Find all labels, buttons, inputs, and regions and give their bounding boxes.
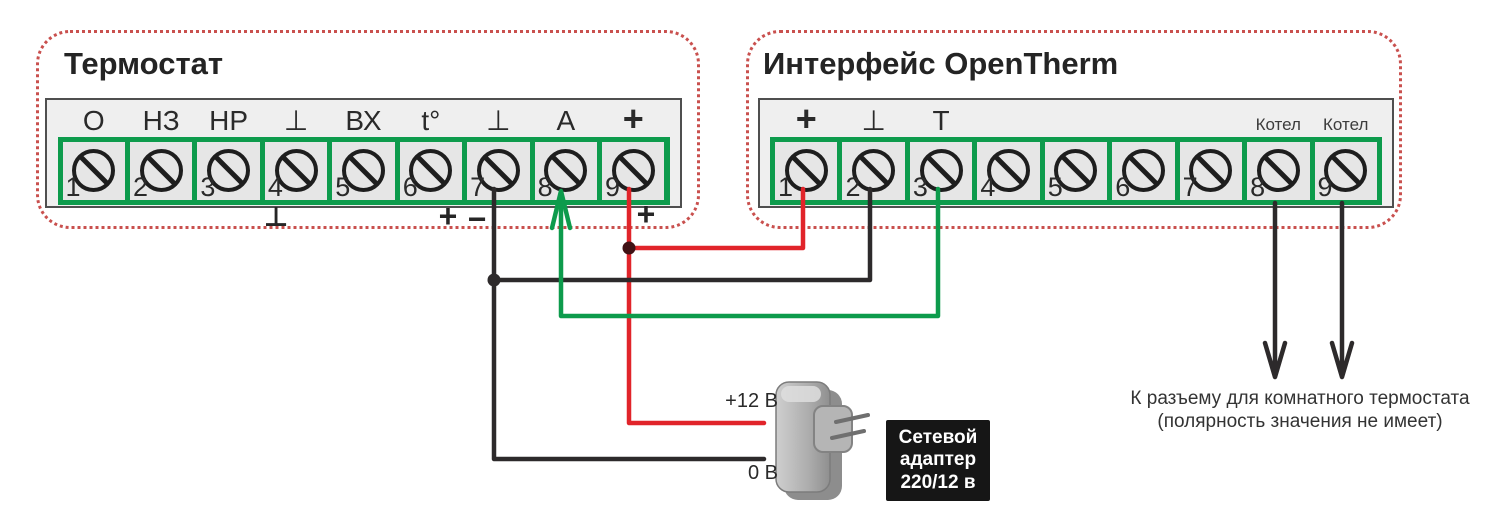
boiler-note-line1: К разъему для комнатного термостата — [1130, 388, 1470, 409]
terminal-number: 5 — [1047, 172, 1063, 203]
terminal-number: 2 — [132, 172, 148, 203]
ground-symbol-label: ⊥ — [486, 105, 511, 136]
terminal-label — [977, 135, 1039, 137]
terminal-number: 8 — [1250, 172, 1266, 203]
opentherm-terminal-4: 4 — [977, 142, 1040, 203]
ground-symbol-label: ⊥ — [861, 105, 886, 136]
terminal-number: 3 — [912, 172, 928, 203]
boiler-arrow-right — [1329, 200, 1355, 380]
terminal-label: НЗ — [142, 105, 180, 136]
opentherm-terminal-2: 2 — [842, 142, 905, 203]
thermostat-terminal-8: 8 — [534, 142, 597, 203]
terminal-label — [1045, 135, 1107, 137]
screw-icon — [207, 149, 251, 192]
boiler-note-line2: (полярность значения не имеет) — [1157, 411, 1443, 433]
thermostat-terminal-block: О НЗ НР ⊥ ВХ t° ⊥ А + 1 2 3 4 5 6 7 8 9 — [45, 98, 682, 208]
thermostat-terminal-9: 9 — [602, 142, 665, 203]
opentherm-terminal-3: 3 — [909, 142, 973, 203]
screw-icon — [987, 149, 1031, 192]
opentherm-terminal-labels: + ⊥ Т Котел Котел — [770, 100, 1382, 137]
plus-label: + — [795, 98, 817, 139]
junction-dot-black — [487, 273, 501, 287]
opentherm-terminal-1: 1 — [775, 142, 838, 203]
thermostat-panel-outline — [36, 30, 700, 229]
adapter-caption-line: адаптер — [899, 449, 977, 471]
opentherm-terminal-6: 6 — [1112, 142, 1175, 203]
screw-icon — [139, 149, 183, 192]
terminal-number: 8 — [537, 172, 553, 203]
terminal-number: 9 — [1317, 172, 1333, 203]
polarity-plus-mark: + — [438, 198, 458, 234]
adapter-highlight — [781, 386, 821, 402]
power-adapter-illustration — [775, 381, 870, 500]
opentherm-panel-outline — [746, 30, 1402, 229]
terminal-label: О — [82, 105, 105, 136]
terminal-label: А — [556, 105, 576, 136]
thermostat-title: Термостат — [64, 46, 224, 81]
terminal-number: 1 — [778, 172, 794, 203]
terminal-number: 4 — [267, 172, 283, 203]
terminal-number: 6 — [1115, 172, 1131, 203]
thermostat-terminal-7: 7 — [467, 142, 530, 203]
opentherm-terminal-strip: 1 2 3 4 5 6 7 8 9 — [770, 137, 1382, 205]
ground-symbol-label: ⊥ — [283, 105, 309, 136]
boiler-connector-note: К разъему для комнатного термостата (пол… — [1105, 387, 1495, 433]
terminal-number: 9 — [605, 172, 621, 203]
opentherm-terminal-block: + ⊥ Т Котел Котел 1 2 3 4 5 6 7 8 9 — [758, 98, 1394, 208]
opentherm-terminal-7: 7 — [1179, 142, 1243, 203]
terminal-number: 5 — [335, 172, 351, 203]
boiler-arrow-left — [1262, 200, 1288, 380]
screw-icon — [1324, 149, 1368, 192]
screw-icon — [341, 149, 385, 192]
adapter-caption-box: Сетевой адаптер 220/12 в — [886, 420, 990, 502]
zero-volt-label: 0 В — [747, 462, 778, 484]
thermostat-terminal-5: 5 — [332, 142, 395, 203]
plus-12v-label: +12 В — [725, 390, 778, 412]
thermostat-terminal-6: 6 — [399, 142, 463, 203]
thermostat-terminal-labels: О НЗ НР ⊥ ВХ t° ⊥ А + — [58, 100, 670, 137]
screw-icon — [1054, 149, 1098, 192]
screw-icon — [1256, 149, 1300, 192]
screw-icon — [72, 149, 116, 192]
screw-icon — [919, 149, 963, 192]
terminal-number: 2 — [845, 172, 861, 203]
thermostat-terminal-3: 3 — [197, 142, 260, 203]
adapter-caption-line: 220/12 в — [900, 471, 976, 493]
terminal-number: 1 — [65, 172, 81, 203]
terminal-number: 6 — [402, 172, 418, 203]
boiler-label: Котел — [1323, 115, 1369, 134]
ground-icon: ⊥ — [263, 202, 289, 232]
terminal-number: 3 — [200, 172, 216, 203]
opentherm-terminal-5: 5 — [1044, 142, 1108, 203]
plus-label: + — [622, 98, 644, 139]
terminal-label — [1180, 135, 1242, 137]
terminal-label: Т — [932, 105, 950, 136]
thermostat-terminal-4: 4 — [264, 142, 328, 203]
terminal-label — [1112, 135, 1174, 137]
screw-icon — [274, 149, 318, 192]
boiler-label: Котел — [1255, 115, 1301, 134]
terminal-number: 7 — [1182, 172, 1198, 203]
junction-dot-red — [622, 241, 636, 255]
thermostat-terminal-2: 2 — [129, 142, 193, 203]
terminal-number: 4 — [980, 172, 996, 203]
opentherm-terminal-9: 9 — [1314, 142, 1377, 203]
terminal-label: t° — [421, 105, 441, 136]
polarity-minus-mark: − — [467, 201, 487, 237]
screw-icon — [1121, 149, 1165, 192]
adapter-caption-line: Сетевой — [898, 427, 978, 448]
terminal-label: ВХ — [345, 105, 382, 136]
terminal-number: 7 — [470, 172, 486, 203]
screw-icon — [409, 149, 453, 192]
polarity-plus-mark: + — [636, 196, 656, 232]
terminal-label: НР — [209, 105, 249, 136]
adapter-plug-face — [813, 405, 853, 453]
opentherm-terminal-8: 8 — [1247, 142, 1310, 203]
thermostat-terminal-strip: 1 2 3 4 5 6 7 8 9 — [57, 137, 670, 205]
thermostat-terminal-1: 1 — [62, 142, 125, 203]
screw-icon — [1189, 149, 1233, 192]
opentherm-title: Интерфейс OpenTherm — [763, 46, 1119, 81]
